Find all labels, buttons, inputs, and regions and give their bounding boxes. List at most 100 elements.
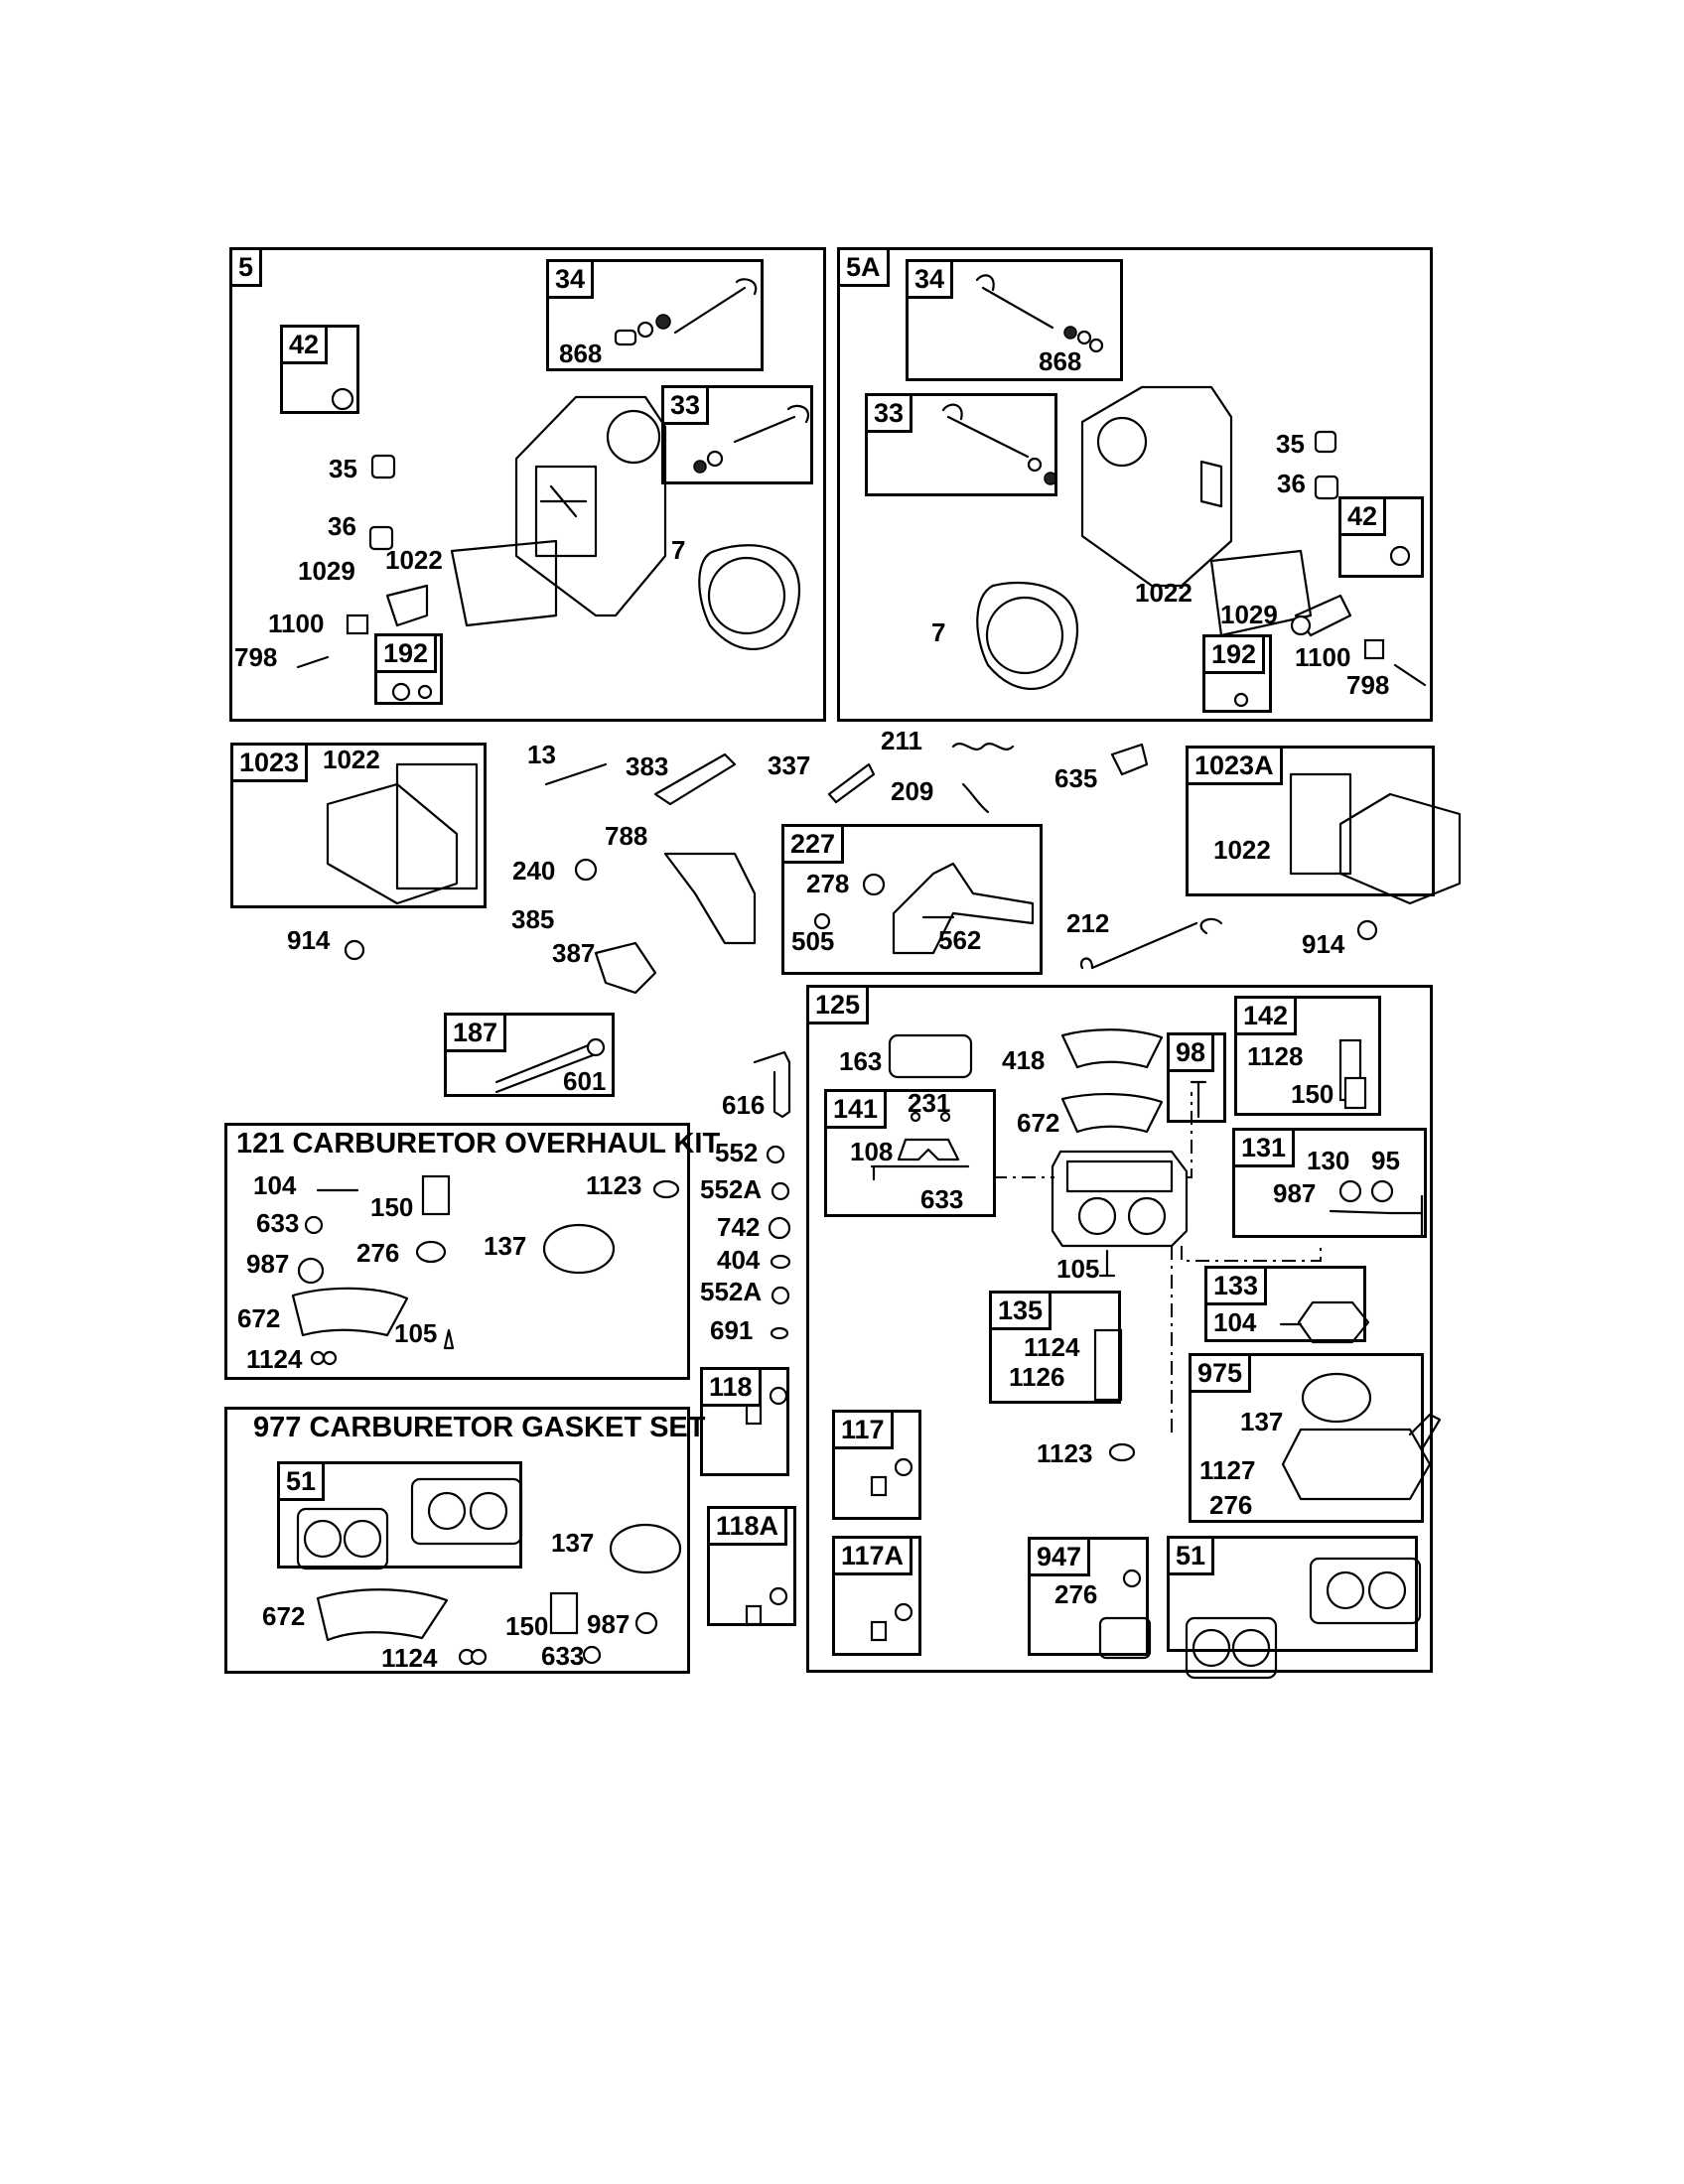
group-tag-5a: 5A — [837, 247, 890, 287]
part-label: 231 — [908, 1088, 951, 1118]
part-label: 278 — [806, 869, 850, 898]
group-tag-42b: 42 — [1338, 496, 1387, 536]
group-33-frame — [661, 385, 813, 484]
part-label: 150 — [1291, 1079, 1334, 1109]
gasket-set-title: 977 CARBURETOR GASKET SET — [253, 1412, 706, 1443]
group-34b-frame — [906, 259, 1123, 381]
group-5-frame — [229, 247, 826, 722]
part-label: 633 — [920, 1184, 964, 1214]
part-label: 130 — [1307, 1146, 1350, 1175]
group-tag-125: 125 — [806, 985, 870, 1024]
group-125-frame — [806, 985, 1433, 1673]
part-label: 987 — [587, 1609, 631, 1639]
part-label: 914 — [1302, 929, 1345, 959]
part-label: 105 — [1056, 1254, 1100, 1284]
part-label: 552A — [700, 1277, 763, 1306]
group-tag-1023: 1023 — [230, 743, 309, 782]
part-label: 788 — [605, 821, 648, 851]
part-label: 337 — [768, 751, 811, 780]
part-label: 163 — [839, 1046, 883, 1076]
part-label: 387 — [552, 938, 596, 968]
group-227-frame — [781, 824, 1043, 975]
group-975-frame — [1189, 1353, 1424, 1523]
part-label: 1029 — [1220, 600, 1278, 629]
part-label: 1100 — [1295, 642, 1351, 672]
group-tag-51a: 51 — [277, 1461, 326, 1501]
part-label: 104 — [1213, 1307, 1257, 1337]
part-label: 1100 — [268, 609, 325, 638]
group-tag-118: 118 — [700, 1367, 762, 1407]
part-label: 987 — [1273, 1178, 1317, 1208]
group-51b-frame — [1167, 1536, 1418, 1652]
part-label: 616 — [722, 1090, 766, 1120]
part-label: 13 — [527, 740, 556, 769]
part-label: 1127 — [1199, 1455, 1256, 1485]
part-label: 95 — [1371, 1146, 1400, 1175]
part-label: 209 — [891, 776, 934, 806]
part-label: 552 — [715, 1138, 759, 1167]
part-label: 418 — [1002, 1045, 1046, 1075]
group-51a-frame — [277, 1461, 522, 1569]
group-tag-117: 117 — [832, 1410, 894, 1449]
part-label: 868 — [559, 339, 603, 368]
part-label: 108 — [850, 1137, 894, 1166]
group-5a-frame — [837, 247, 1433, 722]
part-label: 385 — [511, 904, 555, 934]
group-187-frame — [444, 1013, 615, 1097]
part-label: 383 — [626, 751, 669, 781]
part-label: 104 — [253, 1170, 297, 1200]
group-33b-frame — [865, 393, 1057, 496]
overhaul-kit-frame — [224, 1123, 690, 1380]
group-tag-117a: 117A — [832, 1536, 913, 1575]
part-label: 635 — [1054, 763, 1098, 793]
group-tag-131: 131 — [1232, 1128, 1296, 1167]
part-label: 35 — [329, 454, 357, 483]
part-label: 672 — [262, 1601, 306, 1631]
group-135-frame — [989, 1291, 1121, 1404]
part-label: 36 — [328, 511, 356, 541]
group-tag-141: 141 — [824, 1089, 888, 1129]
part-label: 1123 — [1037, 1438, 1093, 1468]
group-142-frame — [1234, 996, 1381, 1116]
part-label: 798 — [1346, 670, 1390, 700]
cylinder-head-right-drawing — [976, 385, 1313, 690]
part-label: 7 — [671, 535, 686, 565]
part-label: 562 — [938, 925, 982, 955]
group-141-frame — [824, 1089, 996, 1217]
part-label: 1022 — [1135, 578, 1193, 608]
part-label: 1022 — [385, 545, 443, 575]
cylinder-head-left-drawing — [450, 395, 801, 650]
group-tag-192b: 192 — [1202, 634, 1266, 674]
part-label: 1029 — [298, 556, 355, 586]
part-label: 691 — [710, 1315, 754, 1345]
part-label: 276 — [356, 1238, 400, 1268]
part-label: 868 — [1039, 346, 1082, 376]
group-tag-34: 34 — [546, 259, 595, 299]
part-label: 601 — [563, 1066, 607, 1096]
group-1023a-frame — [1186, 746, 1435, 896]
part-label: 1022 — [323, 745, 380, 774]
group-tag-133: 133 — [1204, 1266, 1268, 1305]
part-label: 1124 — [381, 1643, 438, 1673]
group-tag-98: 98 — [1167, 1032, 1215, 1072]
group-tag-135: 135 — [989, 1291, 1052, 1330]
part-label: 1124 — [1024, 1332, 1080, 1362]
group-tag-187: 187 — [444, 1013, 507, 1052]
part-label: 987 — [246, 1249, 290, 1279]
group-tag-33: 33 — [661, 385, 710, 425]
group-tag-1023a: 1023A — [1186, 746, 1283, 785]
part-label: 552A — [700, 1174, 763, 1204]
group-tag-118a: 118A — [707, 1506, 788, 1546]
part-label: 1124 — [246, 1344, 303, 1374]
part-label: 137 — [484, 1231, 527, 1261]
group-tag-192: 192 — [374, 633, 438, 673]
part-label: 914 — [287, 925, 331, 955]
part-label: 742 — [717, 1212, 761, 1242]
part-label: 36 — [1277, 469, 1306, 498]
group-1023-frame — [230, 743, 487, 908]
gasket-set-frame — [224, 1407, 690, 1674]
group-131-frame — [1232, 1128, 1427, 1238]
part-label: 798 — [234, 642, 278, 672]
group-tag-975: 975 — [1189, 1353, 1252, 1393]
part-label: 1123 — [586, 1170, 642, 1200]
